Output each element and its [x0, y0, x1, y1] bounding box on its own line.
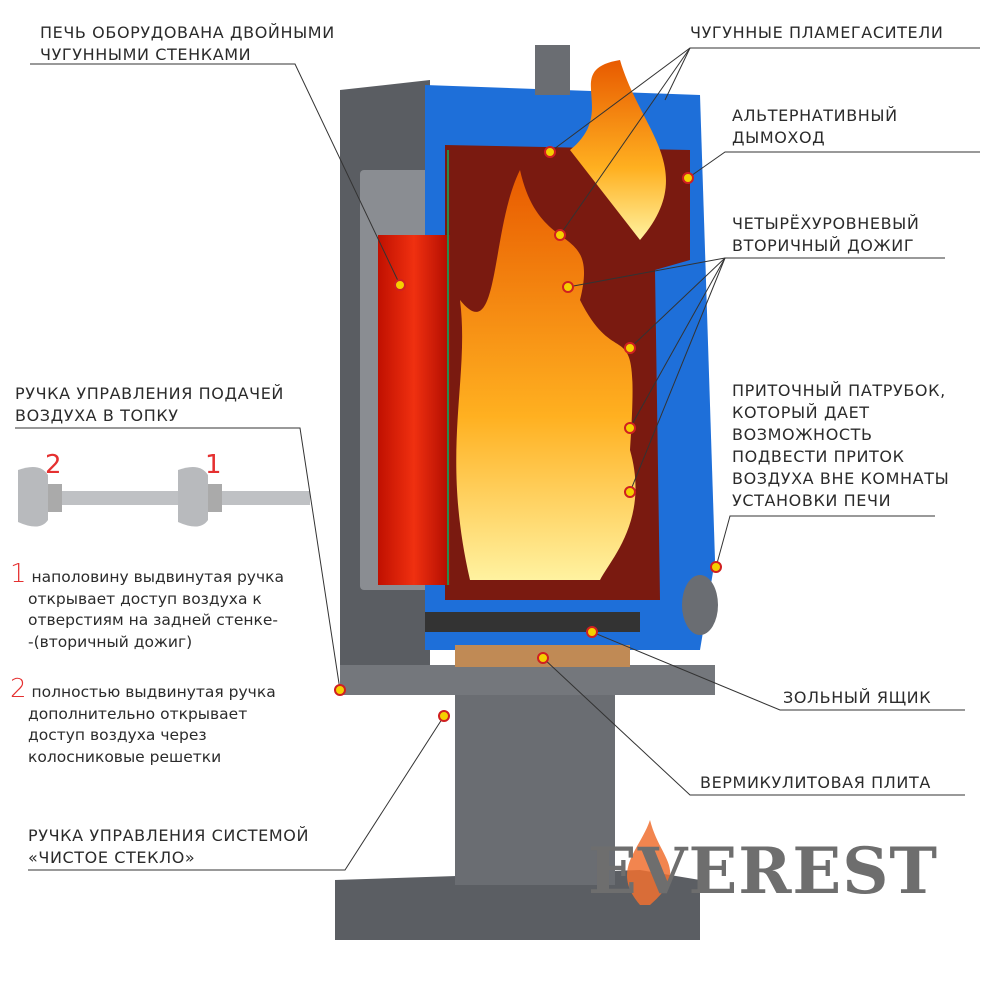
markers [334, 146, 722, 722]
ash-box [425, 612, 640, 632]
label-clean-glass: РУЧКА УПРАВЛЕНИЯ СИСТЕМОЙ«ЧИСТОЕ СТЕКЛО» [28, 826, 310, 867]
label-vermiculite: ВЕРМИКУЛИТОВАЯ ПЛИТА [700, 773, 931, 792]
stove-plinth [340, 665, 715, 695]
firebox-back-wall [378, 235, 450, 585]
handle-position-1: 1 [205, 450, 222, 480]
note-1: 1 наполовину выдвинутая ручка открывает … [10, 559, 284, 651]
label-flame-dampers: ЧУГУННЫЕ ПЛАМЕГАСИТЕЛИ [690, 23, 944, 42]
stove-pedestal [455, 690, 615, 885]
stove-base [335, 870, 700, 940]
air-handle-illustration [18, 466, 310, 527]
handle-position-2: 2 [45, 450, 62, 480]
note-number: 1 [10, 559, 27, 589]
logo-flame-icon [627, 820, 671, 905]
chimney-pipe [535, 45, 570, 95]
flames-upper [570, 60, 666, 240]
label-ash-box: ЗОЛЬНЫЙ ЯЩИК [783, 688, 932, 707]
note-number: 2 [10, 674, 27, 704]
flames [456, 170, 636, 580]
note-2: 2 полностью выдвинутая ручка дополнитель… [10, 674, 276, 766]
air-inlet-pipe [682, 575, 718, 635]
everest-logo: EVEREST [588, 834, 939, 909]
leader-lines [15, 47, 980, 871]
